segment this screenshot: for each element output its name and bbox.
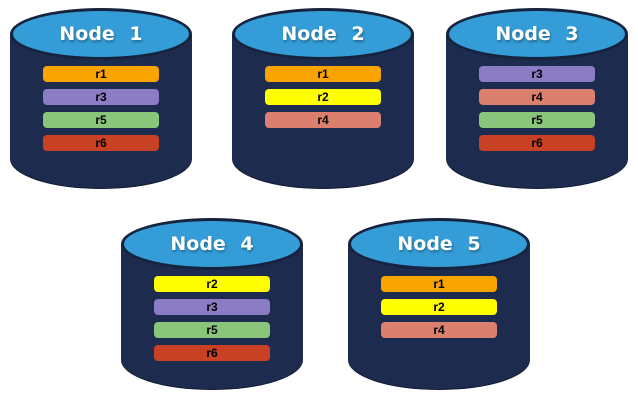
node-4-cylinder: Node 4 r2 r3 r5 r6	[121, 218, 303, 390]
node-1-replica-list: r1 r3 r5 r6	[10, 66, 192, 151]
node-4-cylinder-top: Node 4	[121, 218, 303, 270]
node-2-cylinder-top: Node 2	[232, 8, 414, 60]
node-4-title: Node 4	[170, 233, 254, 255]
replica-bar-r5: r5	[154, 322, 270, 338]
replica-bar-r4: r4	[265, 112, 381, 128]
replica-bar-r4: r4	[381, 322, 497, 338]
node-3-title: Node 3	[495, 23, 579, 45]
node-3-replica-list: r3 r4 r5 r6	[446, 66, 628, 151]
node-3-cylinder: Node 3 r3 r4 r5 r6	[446, 8, 628, 189]
node-4-replica-list: r2 r3 r5 r6	[121, 276, 303, 361]
replica-bar-r3: r3	[154, 299, 270, 315]
node-1-cylinder: Node 1 r1 r3 r5 r6	[10, 8, 192, 189]
replica-bar-r6: r6	[479, 135, 595, 151]
node-5-cylinder: Node 5 r1 r2 r4	[348, 218, 530, 390]
replica-bar-r5: r5	[479, 112, 595, 128]
node-1-cylinder-top: Node 1	[10, 8, 192, 60]
replica-bar-r5: r5	[43, 112, 159, 128]
node-1-title: Node 1	[59, 23, 143, 45]
node-2-replica-list: r1 r2 r4	[232, 66, 414, 128]
replica-bar-r2: r2	[265, 89, 381, 105]
node-3-cylinder-top: Node 3	[446, 8, 628, 60]
replica-bar-r2: r2	[381, 299, 497, 315]
replica-bar-r1: r1	[43, 66, 159, 82]
replica-bar-r4: r4	[479, 89, 595, 105]
replica-bar-r6: r6	[154, 345, 270, 361]
node-5-replica-list: r1 r2 r4	[348, 276, 530, 338]
node-5-title: Node 5	[397, 233, 481, 255]
replica-bar-r2: r2	[154, 276, 270, 292]
replica-bar-r1: r1	[381, 276, 497, 292]
replica-bar-r1: r1	[265, 66, 381, 82]
node-5-cylinder-top: Node 5	[348, 218, 530, 270]
node-2-title: Node 2	[281, 23, 365, 45]
replica-bar-r6: r6	[43, 135, 159, 151]
replica-bar-r3: r3	[479, 66, 595, 82]
node-2-cylinder: Node 2 r1 r2 r4	[232, 8, 414, 189]
replica-bar-r3: r3	[43, 89, 159, 105]
